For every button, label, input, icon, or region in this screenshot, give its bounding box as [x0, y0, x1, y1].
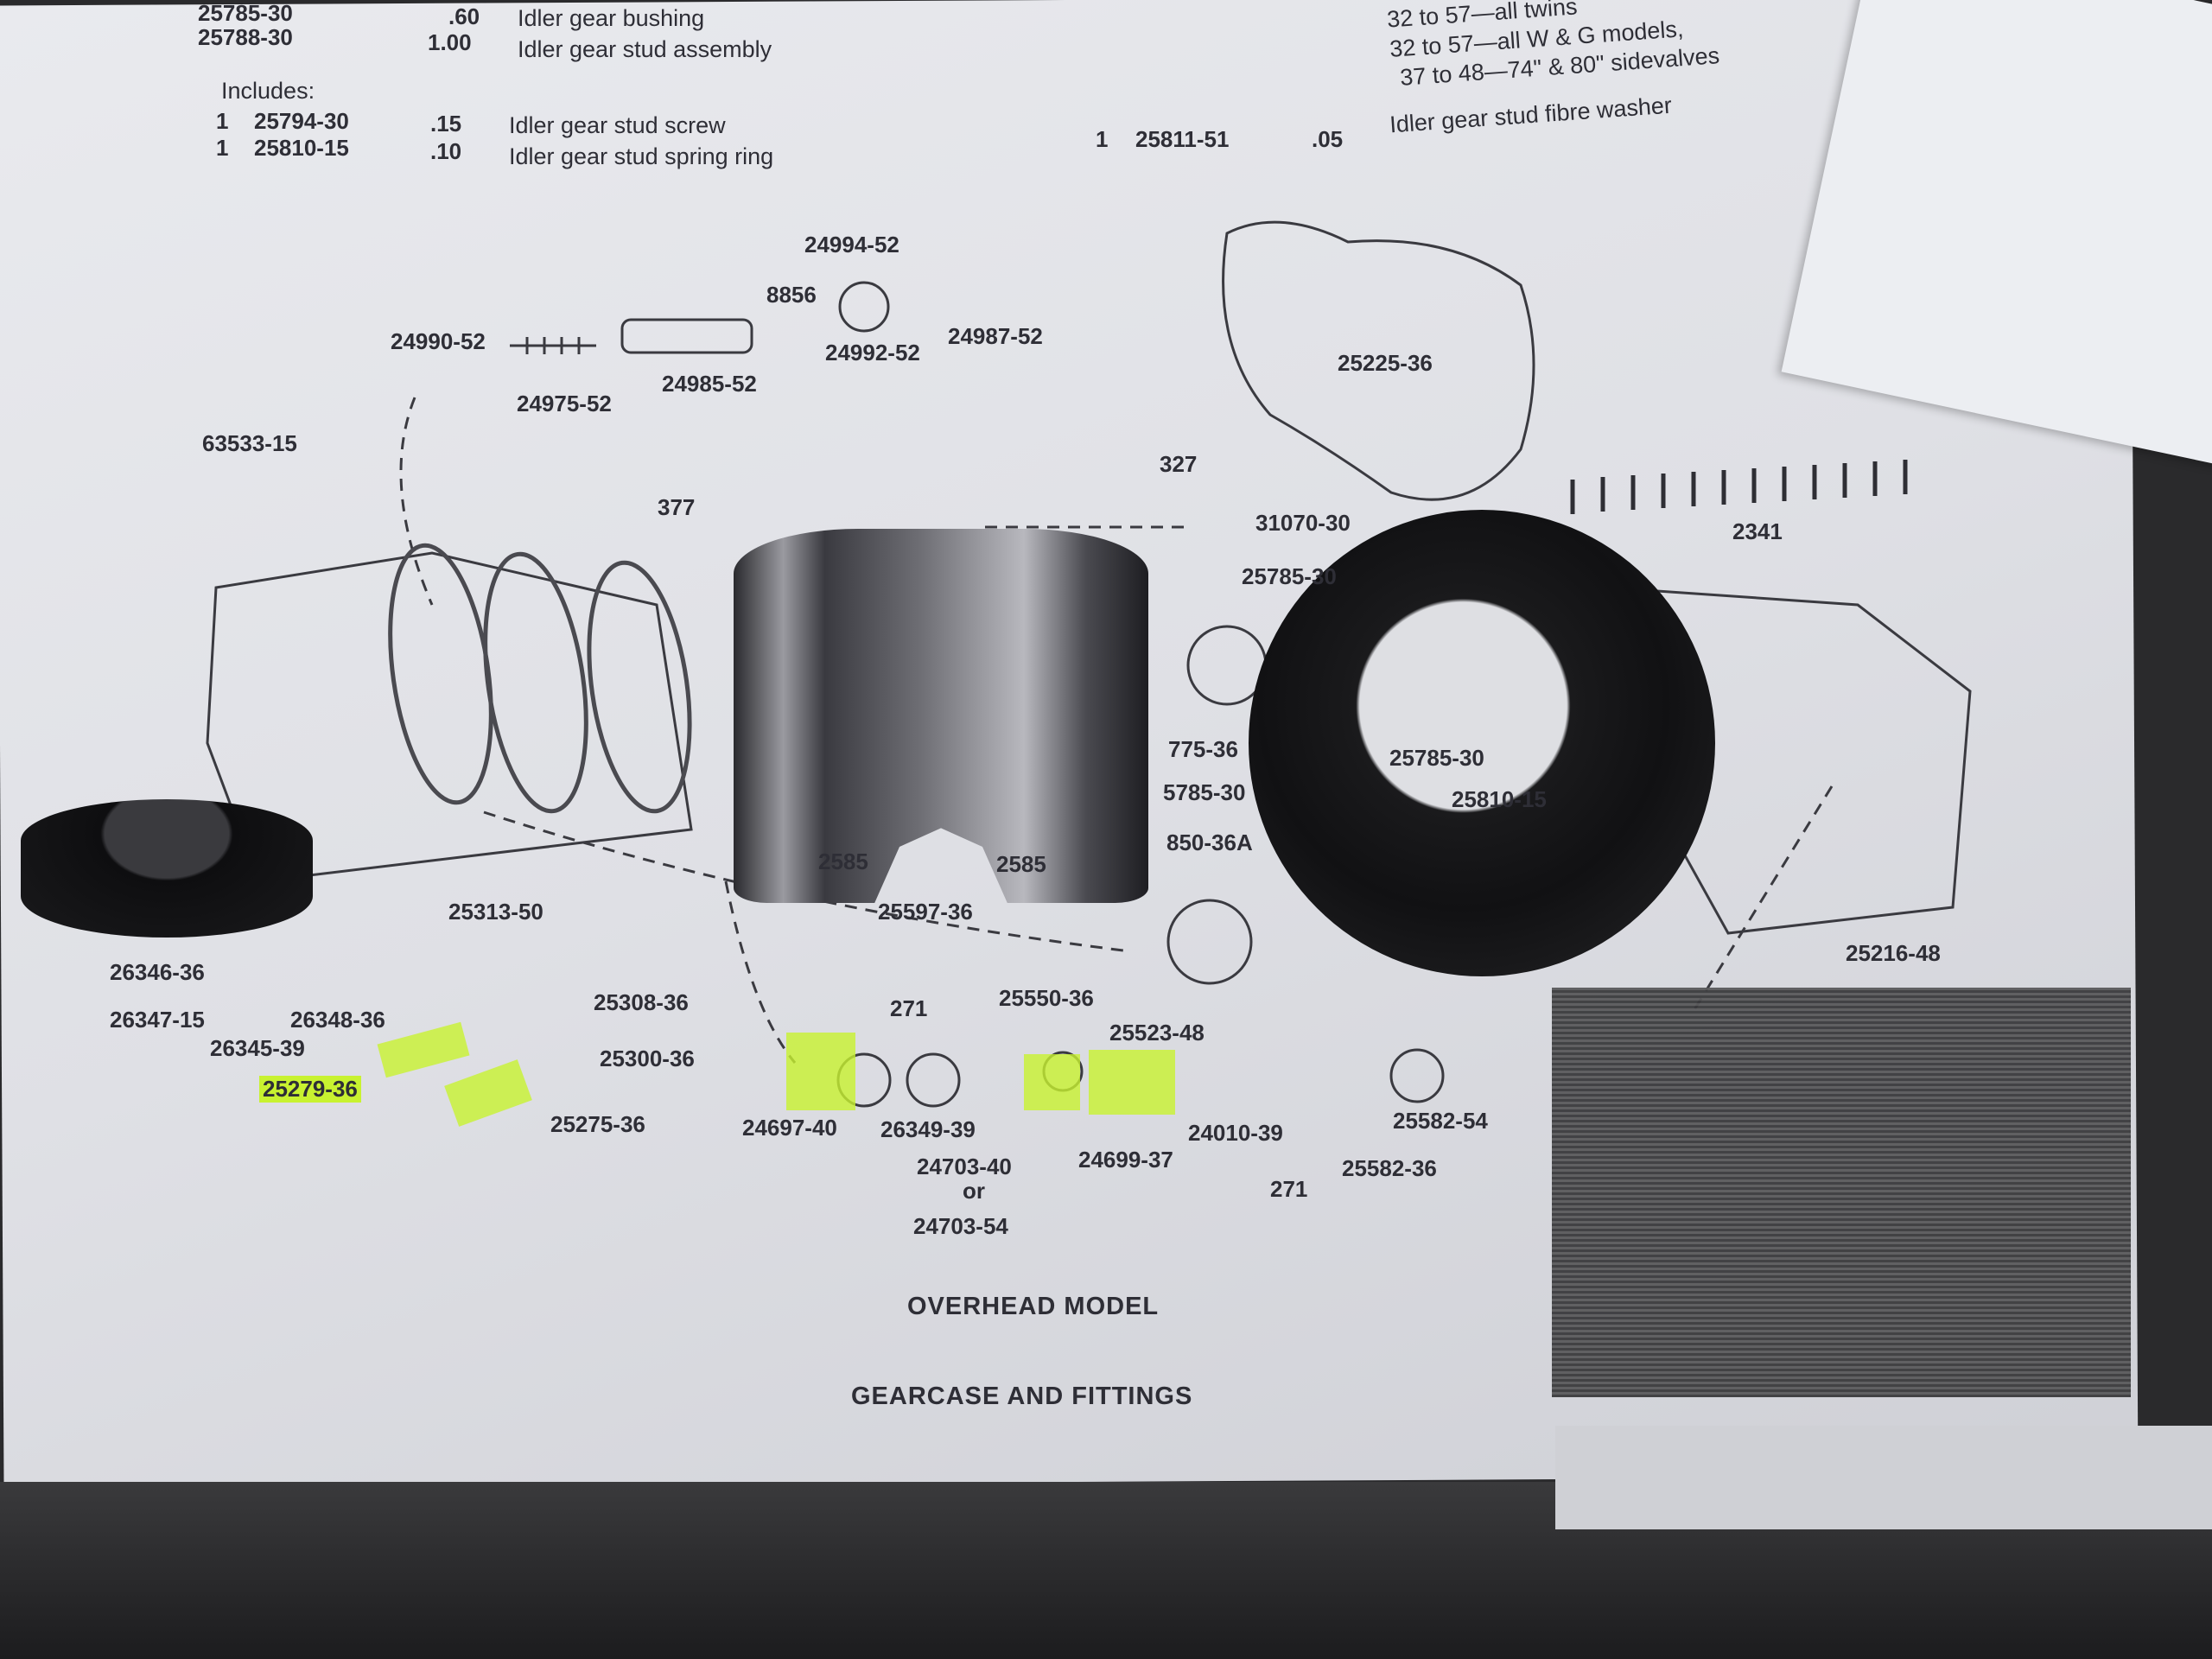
diagram-label: 25225-36: [1338, 350, 1433, 376]
diagram-label: 5785-30: [1163, 779, 1246, 805]
coil-springs: [388, 543, 692, 814]
part-number: 25794-30: [254, 108, 349, 134]
diagram-label: 24994-52: [804, 232, 899, 257]
diagram-label: 25523-48: [1109, 1020, 1205, 1046]
diagram-label: 25550-36: [999, 985, 1094, 1011]
diagram-label: 775-36: [1168, 736, 1238, 762]
caption-title: GEARCASE AND FITTINGS: [851, 1382, 1193, 1410]
under-paper: [1555, 1426, 2212, 1529]
gearcase-outline: [206, 551, 693, 883]
part-price: .10: [430, 138, 462, 164]
part-description: Idler gear stud screw: [509, 112, 726, 138]
part-price: .60: [448, 3, 480, 29]
screws: [1570, 460, 1908, 514]
diagram-label: 26349-39: [880, 1116, 976, 1142]
diagram-label: 271: [890, 995, 928, 1021]
highlighted-part: [786, 1033, 855, 1110]
black-ring: [21, 799, 313, 938]
diagram-label: 63533-15: [202, 430, 297, 456]
black-funnel-part: [1249, 510, 1715, 976]
diagram-label: 25300-36: [600, 1046, 695, 1071]
diagram-label: 24697-40: [742, 1115, 837, 1141]
part-description: Idler gear bushing: [518, 5, 705, 31]
pin-outline: [620, 318, 753, 354]
diagram-label: 25216-48: [1846, 940, 1941, 966]
diagram-label: 25313-50: [448, 899, 543, 925]
diagram-label: 25275-36: [550, 1111, 645, 1137]
diagram-label: 25308-36: [594, 989, 689, 1015]
diagram-label: 377: [658, 494, 696, 520]
diagram-label: 26347-15: [110, 1007, 205, 1033]
diagram-label: 25582-54: [1393, 1108, 1488, 1134]
diagram-label: 24703-40: [917, 1154, 1012, 1179]
part-price: 1.00: [428, 29, 472, 55]
qty: 1: [216, 135, 229, 161]
wire-mesh-screen: [1552, 988, 2131, 1397]
diagram-label: 2341: [1732, 518, 1783, 544]
includes-label: Includes:: [221, 78, 315, 104]
diagram-label: 24699-37: [1078, 1147, 1173, 1173]
part-number: 25810-15: [254, 135, 349, 161]
part-price: .05: [1312, 126, 1344, 152]
qty: 1: [216, 108, 229, 134]
part-price: .15: [430, 111, 462, 137]
diagram-label: 24985-52: [662, 371, 757, 397]
diagram-label: or: [963, 1178, 985, 1204]
diagram-label: 26348-36: [290, 1007, 385, 1033]
part-description: Idler gear stud assembly: [518, 36, 772, 62]
diagram-label: 24992-52: [825, 340, 920, 365]
diagram-label: 25810-15: [1452, 786, 1547, 812]
part-number: 25785-30: [198, 0, 293, 26]
qty: 1: [1096, 126, 1109, 152]
diagram-label: 24975-52: [517, 391, 612, 416]
diagram-label: 271: [1270, 1176, 1308, 1202]
diagram-label: 24010-39: [1188, 1120, 1283, 1146]
part-description: Idler gear stud spring ring: [509, 143, 774, 169]
diagram-label: 26345-39: [210, 1035, 305, 1061]
diagram-label: 8856: [766, 282, 817, 308]
spring-outline: [510, 337, 596, 354]
highlighted-part: [1024, 1054, 1080, 1110]
diagram-label: 25785-30: [1242, 563, 1337, 589]
diagram-label: 31070-30: [1255, 510, 1351, 536]
diagram-label-highlighted: 25279-36: [259, 1076, 361, 1103]
diagram-label: 24703-54: [913, 1213, 1008, 1239]
part-number: 25811-51: [1135, 126, 1230, 152]
diagram-label: 25582-36: [1342, 1155, 1437, 1181]
diagram-label: 24990-52: [391, 328, 486, 354]
diagram-label: 327: [1160, 451, 1198, 477]
part-number: 25788-30: [198, 24, 293, 50]
diagram-label: 25597-36: [878, 899, 973, 925]
highlighted-part: [1089, 1050, 1175, 1115]
diagram-label: 25785-30: [1389, 745, 1484, 771]
caption-model: OVERHEAD MODEL: [907, 1293, 1160, 1320]
diagram-label: 2585: [996, 851, 1046, 877]
diagram-label: 24987-52: [948, 323, 1043, 349]
diagram-label: 26346-36: [110, 959, 205, 985]
diagram-label: 850-36A: [1166, 830, 1253, 855]
diagram-label: 2585: [818, 849, 868, 874]
gasket-outline: [1222, 220, 1535, 501]
